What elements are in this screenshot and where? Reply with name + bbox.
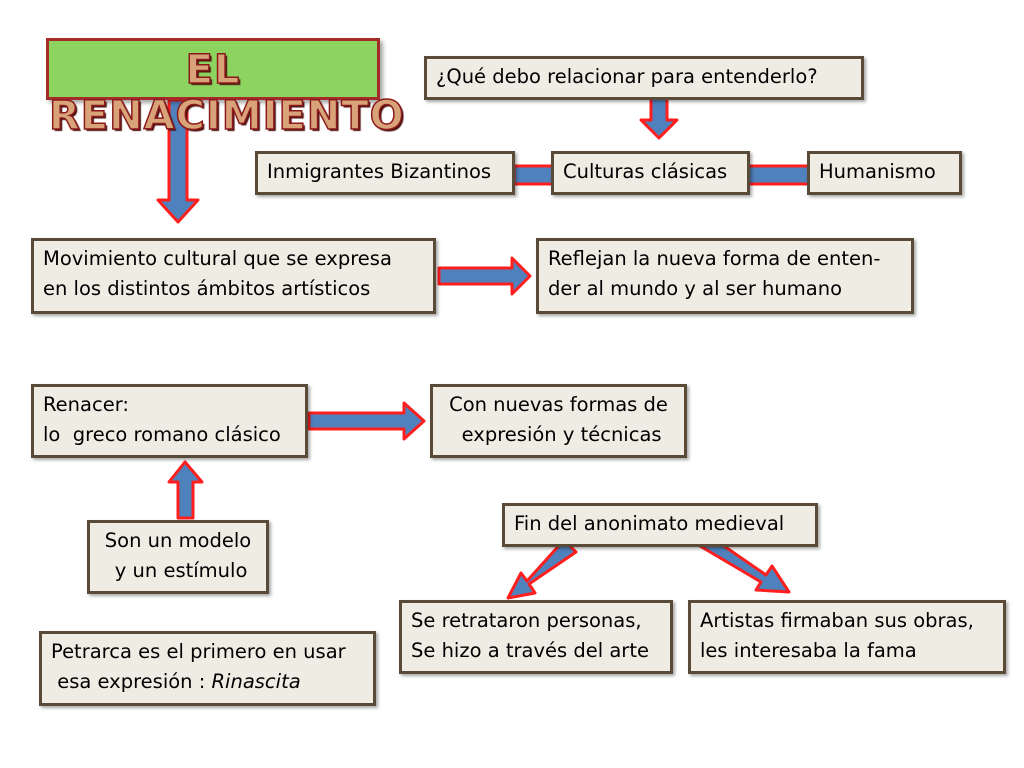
movimiento-box: Movimiento cultural que se expresa en lo… (31, 238, 436, 314)
arrow-fin-to-retrataron (506, 538, 578, 600)
humanismo-box: Humanismo (807, 151, 962, 195)
modelo-box: Son un modelo y un estímulo (87, 520, 269, 594)
reflejan-box: Reflejan la nueva forma de enten- der al… (536, 238, 914, 314)
nuevas-formas-box: Con nuevas formas de expresión y técnica… (430, 384, 687, 458)
arrow-modelo-to-renacer (167, 460, 204, 520)
artistas-box: Artistas firmaban sus obras, les interes… (688, 600, 1006, 674)
title-box: EL RENACIMIENTO (46, 38, 404, 140)
petrarca-line2: esa expresión : (51, 670, 212, 693)
arrow-question-to-culturas (639, 96, 679, 140)
page-title: EL RENACIMIENTO (48, 46, 405, 140)
connector-inmigrantes-culturas (512, 164, 556, 186)
petrarca-term: Rinascita (211, 670, 301, 693)
arrow-renacer-to-nuevas-formas (307, 401, 426, 441)
petrarca-box: Petrarca es el primero en usar esa expre… (39, 631, 376, 706)
petrarca-line1: Petrarca es el primero en usar (51, 640, 346, 663)
culturas-box: Culturas clásicas (551, 151, 750, 195)
arrow-title-to-movimiento (156, 98, 200, 224)
inmigrantes-box: Inmigrantes Bizantinos (255, 151, 515, 195)
fin-anonimato-box: Fin del anonimato medieval (502, 503, 818, 547)
renacer-box: Renacer: lo greco romano clásico (31, 384, 308, 458)
question-box: ¿Qué debo relacionar para entenderlo? (424, 56, 864, 100)
arrow-movimiento-to-reflejan (437, 256, 532, 296)
retrataron-box: Se retrataron personas, Se hizo a través… (399, 600, 673, 674)
connector-culturas-humanismo (746, 164, 812, 186)
